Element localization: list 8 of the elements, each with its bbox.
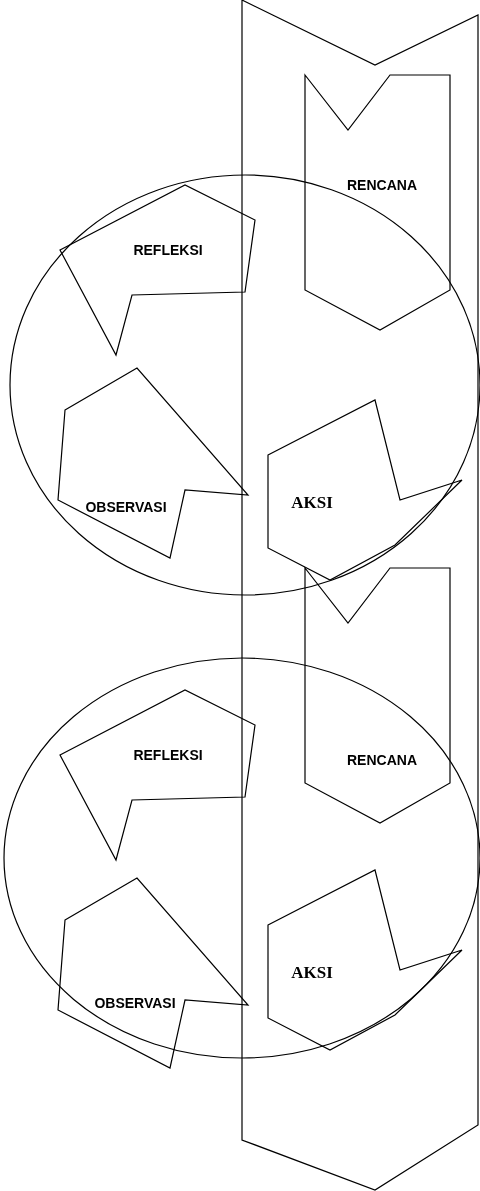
node-label: RENCANA (347, 177, 417, 193)
node-label: AKSI (291, 963, 333, 983)
node-label: OBSERVASI (85, 499, 167, 515)
node-label: REFLEKSI (133, 242, 203, 258)
node-label: OBSERVASI (94, 995, 176, 1011)
node-label: AKSI (291, 493, 333, 513)
node-label: RENCANA (347, 752, 417, 768)
node-label: REFLEKSI (133, 747, 203, 763)
